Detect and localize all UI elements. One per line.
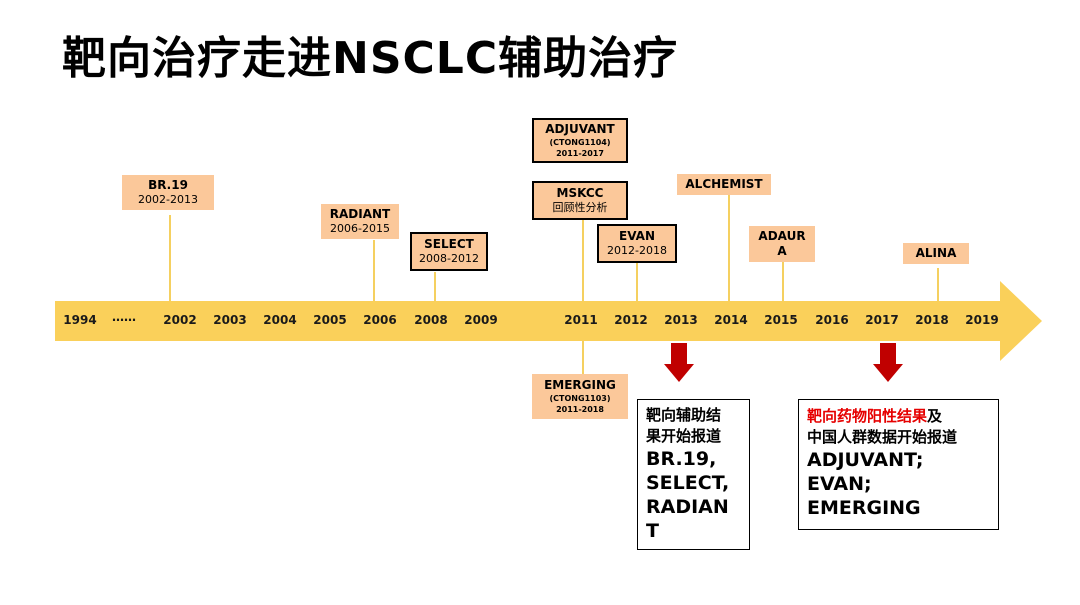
stem-select <box>434 272 436 301</box>
note-headline: 靶向药物阳性结果及 <box>807 406 990 427</box>
event-name: ADJUVANT <box>545 122 615 136</box>
event-box-evan: EVAN 2012-2018 <box>597 224 677 263</box>
stem-evan <box>636 262 638 301</box>
stem-adjuvant <box>582 218 584 301</box>
event-name: EVAN <box>619 229 655 243</box>
note-line: EMERGING <box>807 497 921 519</box>
event-box-select: SELECT 2008-2012 <box>410 232 488 271</box>
note-line: SELECT, <box>646 472 730 494</box>
highlight-text: 靶向药物阳性结果 <box>807 407 928 425</box>
year-label: 2016 <box>815 313 849 327</box>
note-2013: 靶向辅助结 果开始报道 BR.19, SELECT, RADIAN T <box>637 399 750 550</box>
event-box-mskcc: MSKCC 回顾性分析 <box>532 181 628 220</box>
year-ellipsis: …… <box>112 310 136 324</box>
stem-br19 <box>169 215 171 301</box>
event-box-alchemist: ALCHEMIST <box>677 174 771 195</box>
note-line: EVAN; <box>807 473 872 495</box>
down-arrow-marker-2013 <box>664 343 694 382</box>
year-label: 2012 <box>614 313 648 327</box>
stem-adaura <box>782 262 784 301</box>
note-line: ADJUVANT; <box>807 449 924 471</box>
stem-alina <box>937 268 939 301</box>
page-title: 靶向治疗走进NSCLC辅助治疗 <box>62 33 679 84</box>
year-label: 2015 <box>764 313 798 327</box>
event-box-emerging: EMERGING (CTONG1103) 2011-2018 <box>532 374 628 419</box>
note-2017: 靶向药物阳性结果及 中国人群数据开始报道 ADJUVANT; EVAN; EME… <box>798 399 999 530</box>
event-detail: 2011-2018 <box>556 405 604 414</box>
event-name: EMERGING <box>544 378 616 392</box>
event-code: (CTONG1103) <box>549 394 611 403</box>
event-detail: 2006-2015 <box>330 222 390 235</box>
stem-alchemist <box>728 194 730 301</box>
event-detail: 2008-2012 <box>419 252 479 265</box>
note-line: RADIAN <box>646 496 729 518</box>
note-line: 中国人群数据开始报道 <box>807 428 958 446</box>
year-label: 2005 <box>313 313 347 327</box>
event-name: ADAUR <box>758 229 806 243</box>
note-line: T <box>646 520 659 542</box>
year-label: 2014 <box>714 313 748 327</box>
event-detail: A <box>777 244 787 258</box>
year-label: 2009 <box>464 313 498 327</box>
year-label: 2002 <box>163 313 197 327</box>
note-text: 及 <box>927 407 943 425</box>
event-name: SELECT <box>424 237 474 251</box>
event-name: RADIANT <box>329 207 391 221</box>
year-label: 2004 <box>263 313 297 327</box>
note-line: BR.19, <box>646 448 717 470</box>
year-label: 2018 <box>915 313 949 327</box>
year-label: 2011 <box>564 313 598 327</box>
event-detail: 2002-2013 <box>138 193 198 206</box>
stem-radiant <box>373 240 375 301</box>
event-box-br19: BR.19 2002-2013 <box>122 175 214 210</box>
event-detail: 回顾性分析 <box>552 201 608 214</box>
year-label: 2006 <box>363 313 397 327</box>
event-box-alina: ALINA <box>903 243 969 264</box>
event-code: (CTONG1104) <box>549 138 611 147</box>
event-detail: 2011-2017 <box>556 149 604 158</box>
event-name: MSKCC <box>556 186 604 200</box>
event-name: ALCHEMIST <box>685 177 763 191</box>
event-box-adaura: ADAUR A <box>749 226 815 262</box>
event-box-adjuvant: ADJUVANT (CTONG1104) 2011-2017 <box>532 118 628 163</box>
year-label: 1994 <box>63 313 97 327</box>
timeline-arrow <box>55 281 1042 361</box>
event-name: ALINA <box>915 246 957 260</box>
down-arrow-marker-2017 <box>873 343 903 382</box>
note-line: 靶向辅助结 <box>646 406 722 424</box>
note-line: 果开始报道 <box>646 427 722 445</box>
stem-emerging <box>582 341 584 374</box>
event-detail: 2012-2018 <box>607 244 667 257</box>
event-name: BR.19 <box>148 178 188 192</box>
year-label: 2008 <box>414 313 448 327</box>
year-label: 2017 <box>865 313 899 327</box>
year-label: 2003 <box>213 313 247 327</box>
event-box-radiant: RADIANT 2006-2015 <box>321 204 399 239</box>
year-label: 2019 <box>965 313 999 327</box>
year-label: 2013 <box>664 313 698 327</box>
